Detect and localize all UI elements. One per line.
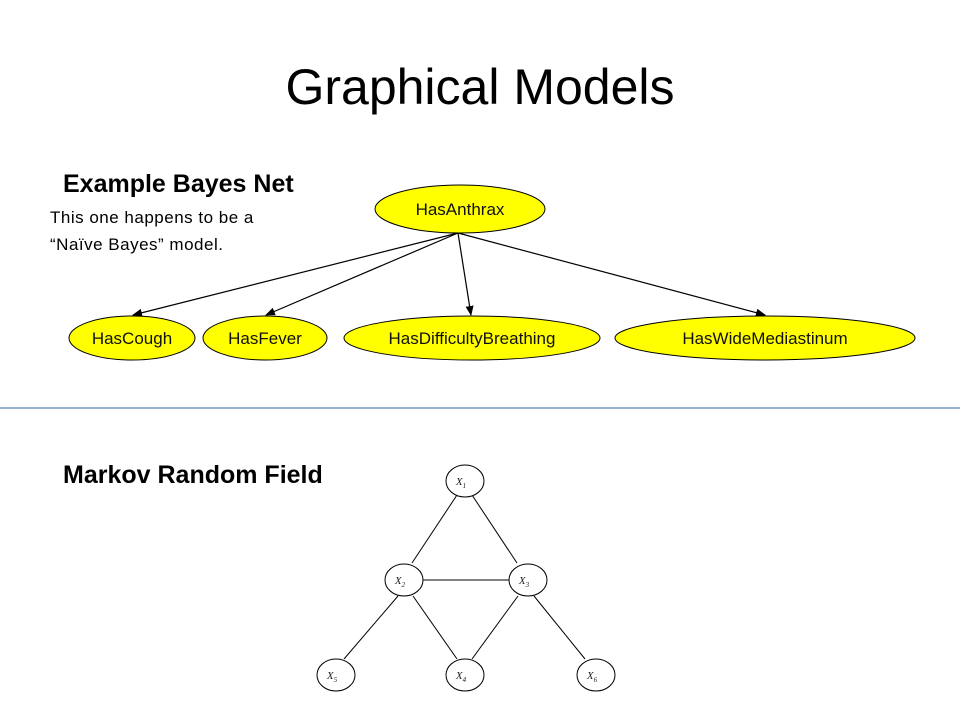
node-label-has-cough: HasCough bbox=[92, 329, 172, 348]
mrf-node-x2: X2 bbox=[384, 563, 424, 597]
mrf-node-x2-label: X2 bbox=[394, 575, 406, 589]
bayes-net-heading: Example Bayes Net bbox=[63, 170, 294, 198]
edge-anthrax-breathing bbox=[457, 232, 474, 316]
mrf-node-x6: X6 bbox=[576, 658, 616, 692]
edge-anthrax-fever bbox=[265, 232, 459, 316]
mrf-node-x5: X5 bbox=[316, 658, 356, 692]
mrf-node-x5-label: X5 bbox=[326, 670, 338, 684]
mrf-node-x6-label: X6 bbox=[586, 670, 598, 684]
mrf-node-x3: X3 bbox=[508, 563, 548, 597]
edge-anthrax-cough bbox=[132, 232, 459, 317]
mrf-edge-x1-x2 bbox=[411, 494, 458, 564]
section-divider bbox=[0, 407, 960, 409]
bayes-net-edges bbox=[132, 232, 766, 317]
node-has-difficulty-breathing: HasDifficultyBreathing bbox=[343, 315, 601, 361]
node-has-wide-mediastinum: HasWideMediastinum bbox=[614, 315, 916, 361]
bayes-net-note-line-2: “Naïve Bayes” model. bbox=[50, 235, 224, 254]
mrf-edge-x3-x4 bbox=[471, 595, 519, 660]
edge-anthrax-mediastinum bbox=[457, 232, 766, 317]
node-has-anthrax: HasAnthrax bbox=[374, 184, 546, 234]
mrf-node-x1: X1 bbox=[445, 464, 485, 498]
mrf-node-x3-label: X3 bbox=[518, 575, 530, 589]
mrf-edge-x3-x6 bbox=[533, 595, 586, 660]
mrf-edge-x2-x4 bbox=[412, 595, 458, 660]
node-has-cough: HasCough bbox=[68, 315, 196, 361]
bayes-net-note: This one happens to be a “Naïve Bayes” m… bbox=[50, 204, 254, 258]
mrf-edge-x2-x5 bbox=[343, 595, 399, 660]
slide-title: Graphical Models bbox=[285, 59, 675, 115]
bayes-net-note-line-1: This one happens to be a bbox=[50, 208, 254, 227]
node-label-has-wide-mediastinum: HasWideMediastinum bbox=[682, 329, 847, 348]
mrf-heading: Markov Random Field bbox=[63, 461, 323, 489]
node-label-has-fever: HasFever bbox=[228, 329, 302, 348]
node-has-fever: HasFever bbox=[202, 315, 328, 361]
mrf-node-x4-label: X4 bbox=[455, 670, 467, 684]
node-label-has-difficulty-breathing: HasDifficultyBreathing bbox=[389, 329, 556, 348]
node-label-has-anthrax: HasAnthrax bbox=[416, 200, 505, 219]
mrf-node-x1-label: X1 bbox=[455, 476, 466, 490]
mrf-node-x4: X4 bbox=[445, 658, 485, 692]
mrf-edge-x1-x3 bbox=[471, 494, 518, 564]
mrf-edges bbox=[343, 494, 586, 660]
